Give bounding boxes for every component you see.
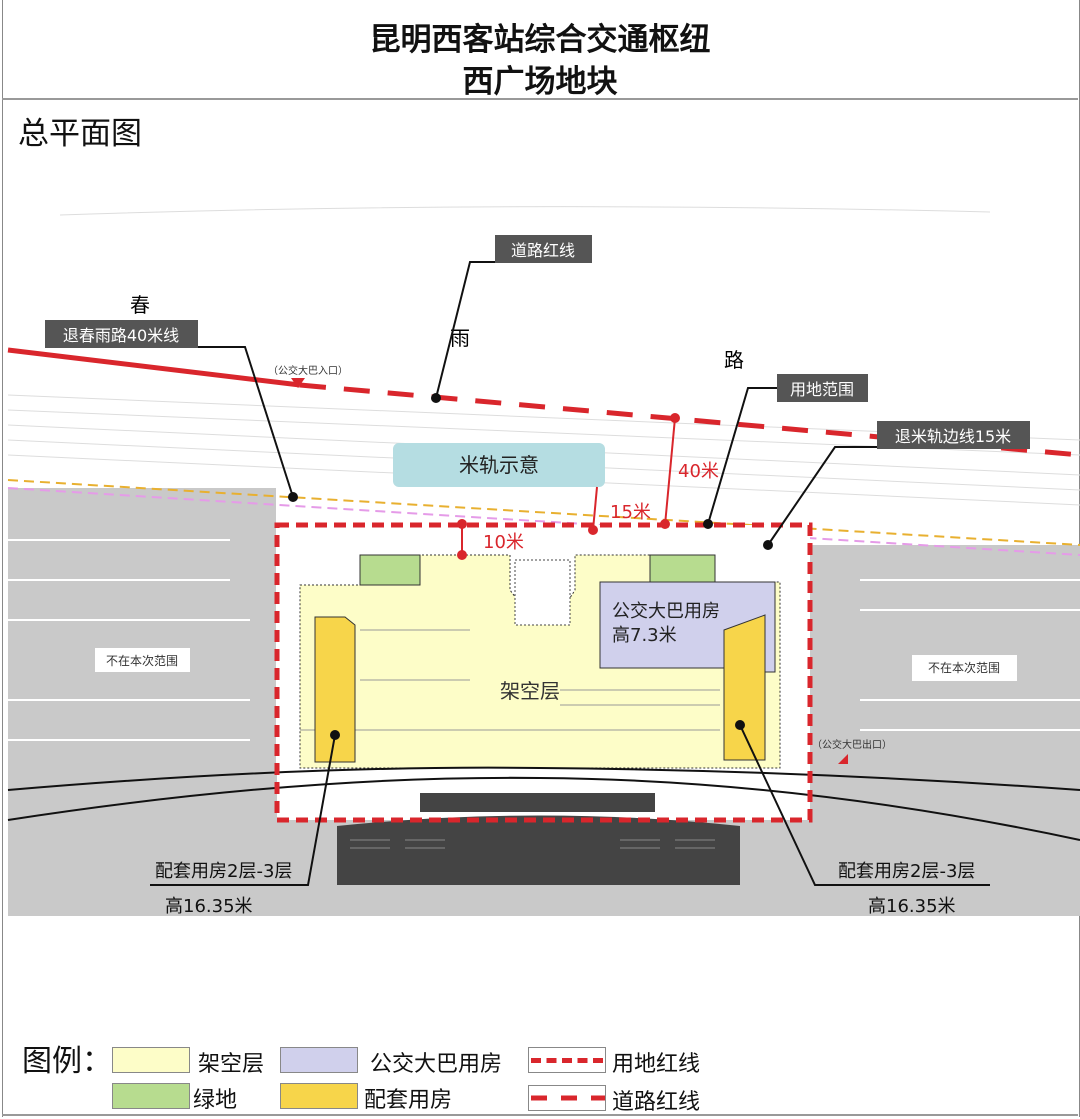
callout-road-red-line bbox=[495, 235, 592, 263]
rail-setback-line bbox=[7, 487, 1080, 556]
legend-label: 绿地 bbox=[193, 1088, 238, 1113]
bus-building-label: 公交大巴用房 bbox=[612, 601, 720, 622]
station-details bbox=[350, 839, 715, 849]
legend-swatch-pilotis bbox=[112, 1047, 190, 1073]
legend-title: 图例： bbox=[22, 1044, 112, 1079]
out-of-scope-label-left: 不在本次范围 bbox=[106, 654, 178, 668]
station-building bbox=[337, 815, 740, 885]
callout-rail-setback-text: 退米轨边线15米 bbox=[895, 427, 1011, 446]
out-of-scope-label-right: 不在本次范围 bbox=[928, 661, 1000, 675]
bottom-divider bbox=[2, 1114, 1078, 1116]
legend-label: 道路红线 bbox=[612, 1090, 701, 1115]
legend-swatch-road-red-line bbox=[528, 1085, 606, 1111]
support-right-label: 配套用房2层-3层 bbox=[838, 861, 975, 882]
title-line-1: 昆明西客站综合交通枢纽 bbox=[369, 22, 711, 58]
stair-core bbox=[514, 559, 571, 626]
green-area-left bbox=[359, 554, 421, 586]
support-building-right bbox=[723, 614, 766, 761]
callout-road-red-line-text: 道路红线 bbox=[511, 241, 575, 260]
legend-label: 公交大巴用房 bbox=[370, 1052, 503, 1077]
bus-exit-label: （公交大巴出口） bbox=[812, 738, 892, 751]
road-name-char: 雨 bbox=[450, 326, 470, 350]
bus-entrance-label: （公交大巴入口） bbox=[268, 364, 348, 377]
callout-leaders bbox=[150, 261, 990, 886]
title-line-2: 西广场地块 bbox=[462, 64, 618, 100]
entrance-arrow-icon bbox=[291, 378, 305, 388]
support-right-height: 高16.35米 bbox=[868, 896, 956, 917]
rail-label: 米轨示意 bbox=[459, 453, 539, 477]
legend-swatch-bus bbox=[280, 1047, 358, 1073]
road-red-line-solid bbox=[7, 347, 301, 388]
road-name-char: 春 bbox=[130, 293, 150, 317]
support-left-height: 高16.35米 bbox=[165, 896, 253, 917]
rail-indicator bbox=[393, 443, 605, 487]
parking-left bbox=[8, 539, 250, 741]
exit-arrow-icon bbox=[838, 754, 848, 764]
dimension-markers bbox=[457, 413, 680, 560]
legend-label: 配套用房 bbox=[364, 1088, 453, 1113]
pilotis-label: 架空层 bbox=[500, 679, 560, 703]
road-name-char: 路 bbox=[724, 348, 744, 372]
bus-building-height: 高7.3米 bbox=[612, 625, 677, 646]
support-building-left bbox=[314, 616, 356, 763]
callout-setback-40-text: 退春雨路40米线 bbox=[63, 326, 179, 345]
road-curve bbox=[7, 766, 1080, 791]
out-of-scope-tag-right bbox=[912, 655, 1017, 681]
callout-site-boundary bbox=[777, 374, 868, 402]
section-title: 总平面图 bbox=[18, 116, 142, 152]
legend-swatch-green bbox=[112, 1083, 190, 1109]
dimension-40: 40米 bbox=[678, 461, 719, 482]
out-of-scope-tag-left bbox=[95, 648, 190, 672]
site-red-line bbox=[274, 522, 813, 823]
callout-setback-40 bbox=[45, 320, 198, 348]
green-area-right bbox=[649, 554, 716, 583]
divider bbox=[2, 98, 1078, 100]
dimension-15: 15米 bbox=[610, 502, 651, 523]
parking-right bbox=[860, 579, 1080, 731]
station-canopy bbox=[420, 793, 655, 812]
dimension-10: 10米 bbox=[483, 532, 524, 553]
setback-40-line bbox=[7, 479, 1080, 546]
support-left-label: 配套用房2层-3层 bbox=[155, 861, 292, 882]
legend-label: 架空层 bbox=[198, 1052, 265, 1077]
callout-site-boundary-text: 用地范围 bbox=[790, 380, 854, 399]
road-curve bbox=[7, 776, 1080, 841]
site-plan: 春 雨 路 （公交大巴入口） 米轨示意 公交大巴用房 高7.3米 架空层 不在本… bbox=[7, 206, 1080, 917]
legend-label: 用地红线 bbox=[612, 1052, 701, 1077]
legend-swatch-site-red-line bbox=[528, 1047, 606, 1073]
callout-rail-setback bbox=[877, 421, 1030, 449]
plan-details bbox=[300, 629, 720, 731]
legend-swatch-support bbox=[280, 1083, 358, 1109]
